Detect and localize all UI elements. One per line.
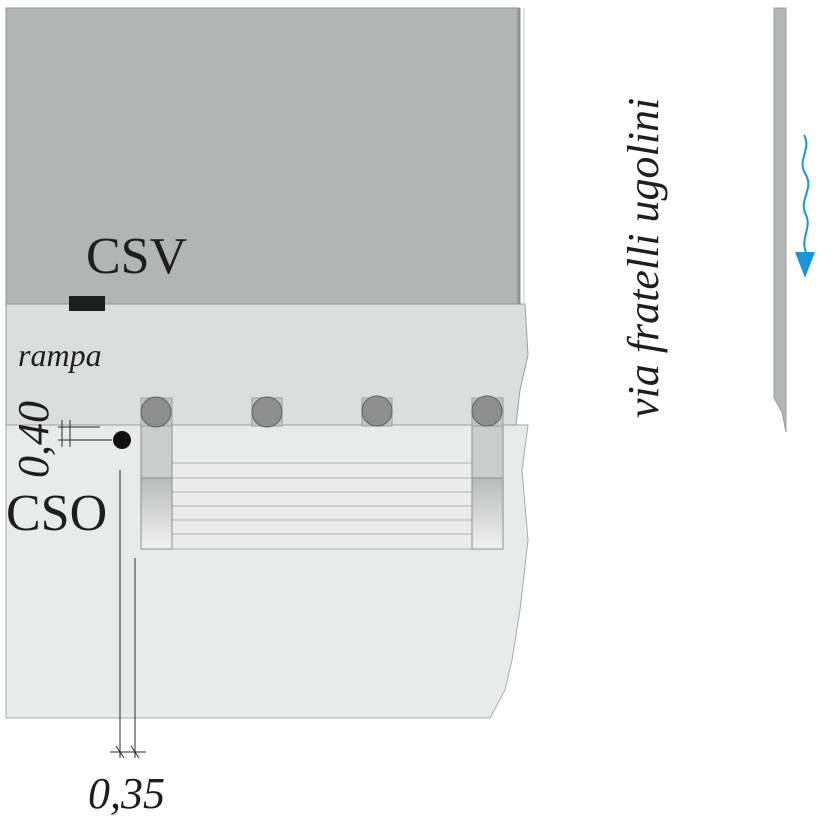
cso-marker-icon xyxy=(113,431,131,449)
csv-label: CSV xyxy=(86,228,187,285)
steps xyxy=(171,462,473,550)
rampa-label: rampa xyxy=(18,337,102,373)
wavy-arrow-down-icon xyxy=(795,134,815,278)
bollard-1 xyxy=(140,396,173,428)
csv-marker-icon xyxy=(69,296,105,311)
dimension-vertical-label: 0,40 xyxy=(9,401,58,478)
bollard-4 xyxy=(471,395,504,427)
dimension-horizontal-label: 0,35 xyxy=(88,769,165,818)
building-area xyxy=(5,7,520,305)
dimension-vertical xyxy=(58,420,112,447)
left-post xyxy=(140,424,173,550)
street-name-label: via fratelli ugolini xyxy=(619,98,668,418)
cso-label: CSO xyxy=(6,485,107,542)
bollard-2 xyxy=(251,396,283,428)
right-post xyxy=(471,424,504,550)
bollard-3 xyxy=(361,395,393,427)
street-stripe xyxy=(773,7,787,433)
dimension-horizontal xyxy=(110,470,146,759)
